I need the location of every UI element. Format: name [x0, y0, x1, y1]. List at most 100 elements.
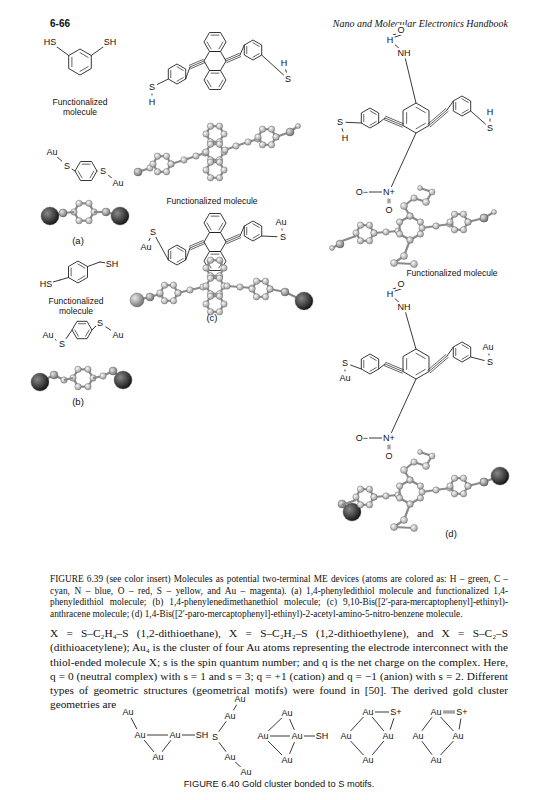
- atom-ball: [465, 219, 471, 225]
- atom-ball: [407, 237, 413, 243]
- atom-ball: [100, 373, 106, 379]
- bond-line: [177, 248, 183, 252]
- bond-line: [60, 278, 68, 281]
- benzene-ring: [244, 221, 261, 241]
- bond-line: [207, 42, 211, 49]
- atom-ball: [371, 230, 377, 236]
- atom-ball: [286, 128, 294, 136]
- bond-line: [462, 356, 468, 360]
- benzene-ring: [244, 40, 261, 60]
- bond-line: [189, 59, 203, 65]
- atom-label: Au: [290, 731, 303, 742]
- atom-label: SH: [195, 730, 210, 741]
- atom-ball: [85, 383, 91, 389]
- bond-line: [447, 347, 453, 356]
- bond-line: [78, 171, 82, 178]
- atom-ball: [411, 195, 417, 201]
- bond-line: [429, 356, 447, 372]
- bond-line: [72, 169, 75, 171]
- atom-ball: [396, 219, 402, 225]
- atom-ball: [168, 161, 174, 167]
- page-text: (b): [72, 396, 84, 407]
- atom-label: Au: [151, 752, 164, 763]
- atom-ball: [407, 237, 413, 243]
- atom-ball: [249, 286, 255, 292]
- atom-ball: [221, 131, 227, 137]
- atom-ball: [163, 169, 169, 175]
- bond-line: [253, 235, 259, 239]
- atom-ball: [407, 213, 413, 219]
- bond-line: [384, 120, 402, 128]
- bond-line: [268, 718, 282, 731]
- gold-atom-ball: [41, 207, 59, 225]
- bond-line: [430, 357, 448, 373]
- bond-line: [170, 251, 171, 258]
- bond-line: [144, 740, 153, 751]
- atom-ball: [187, 287, 193, 293]
- bond-line: [416, 369, 425, 374]
- bond-line: [385, 364, 403, 372]
- atom-ball: [259, 126, 265, 132]
- bond-line: [80, 53, 88, 58]
- atom-ball: [253, 278, 259, 284]
- atom-label: HS: [39, 279, 54, 290]
- benzene-ring: [403, 103, 429, 133]
- atom-label: N+: [382, 433, 396, 444]
- bond-line: [71, 57, 72, 66]
- atom-label: Au: [429, 707, 442, 718]
- atom-label: O−: [355, 433, 369, 444]
- bond-line: [90, 171, 94, 178]
- atom-ball: [396, 495, 402, 501]
- atom-label: HS: [43, 37, 58, 48]
- atom-label: Au: [239, 767, 252, 778]
- benzene-ring: [453, 96, 470, 116]
- atom-ball: [357, 222, 363, 228]
- atom-ball: [417, 495, 423, 501]
- atom-ball: [418, 186, 423, 191]
- bond-line: [345, 370, 346, 371]
- atom-ball: [146, 293, 154, 301]
- atom-label: Au: [339, 731, 352, 742]
- bond-line: [78, 276, 85, 280]
- page-text: Functionalized molecule: [406, 268, 497, 278]
- atom-ball: [253, 294, 259, 300]
- atom-label: H: [386, 289, 395, 300]
- bond-line: [416, 107, 425, 112]
- atom-ball: [281, 288, 289, 296]
- atom-ball: [419, 489, 425, 495]
- atom-ball: [371, 230, 377, 236]
- bond-line: [346, 122, 361, 124]
- gold-atom-ball: [114, 371, 132, 389]
- atom-ball: [221, 301, 227, 307]
- bond-line: [152, 94, 153, 95]
- benzene-ring: [361, 108, 378, 128]
- bond-line: [379, 118, 385, 123]
- bond-line: [82, 164, 90, 165]
- page-text: Functionalized molecule: [166, 196, 257, 206]
- atom-ball: [216, 175, 222, 181]
- bond-line: [441, 717, 454, 731]
- bond-line: [471, 357, 485, 360]
- bond-line: [253, 54, 259, 58]
- atom-ball: [451, 211, 457, 217]
- atom-ball: [150, 161, 156, 167]
- atom-ball: [130, 293, 144, 307]
- atom-ball: [134, 168, 142, 176]
- ball-stick: [342, 236, 356, 241]
- bond-line: [147, 735, 168, 736]
- bond-line: [177, 78, 183, 82]
- benzene-ring: [204, 214, 226, 233]
- bond-line: [370, 122, 376, 126]
- bond-line: [88, 262, 100, 267]
- atom-ball: [433, 223, 439, 229]
- atom-ball: [233, 143, 239, 149]
- bond-line: [71, 268, 72, 276]
- atom-label: S: [58, 339, 66, 350]
- atom-ball: [480, 478, 488, 486]
- atom-ball: [50, 371, 58, 379]
- bond-line: [157, 79, 168, 84]
- atom-ball: [255, 134, 261, 140]
- atom-ball: [170, 282, 176, 288]
- page-text: Functionalized molecule: [45, 296, 107, 316]
- atom-ball: [175, 290, 181, 296]
